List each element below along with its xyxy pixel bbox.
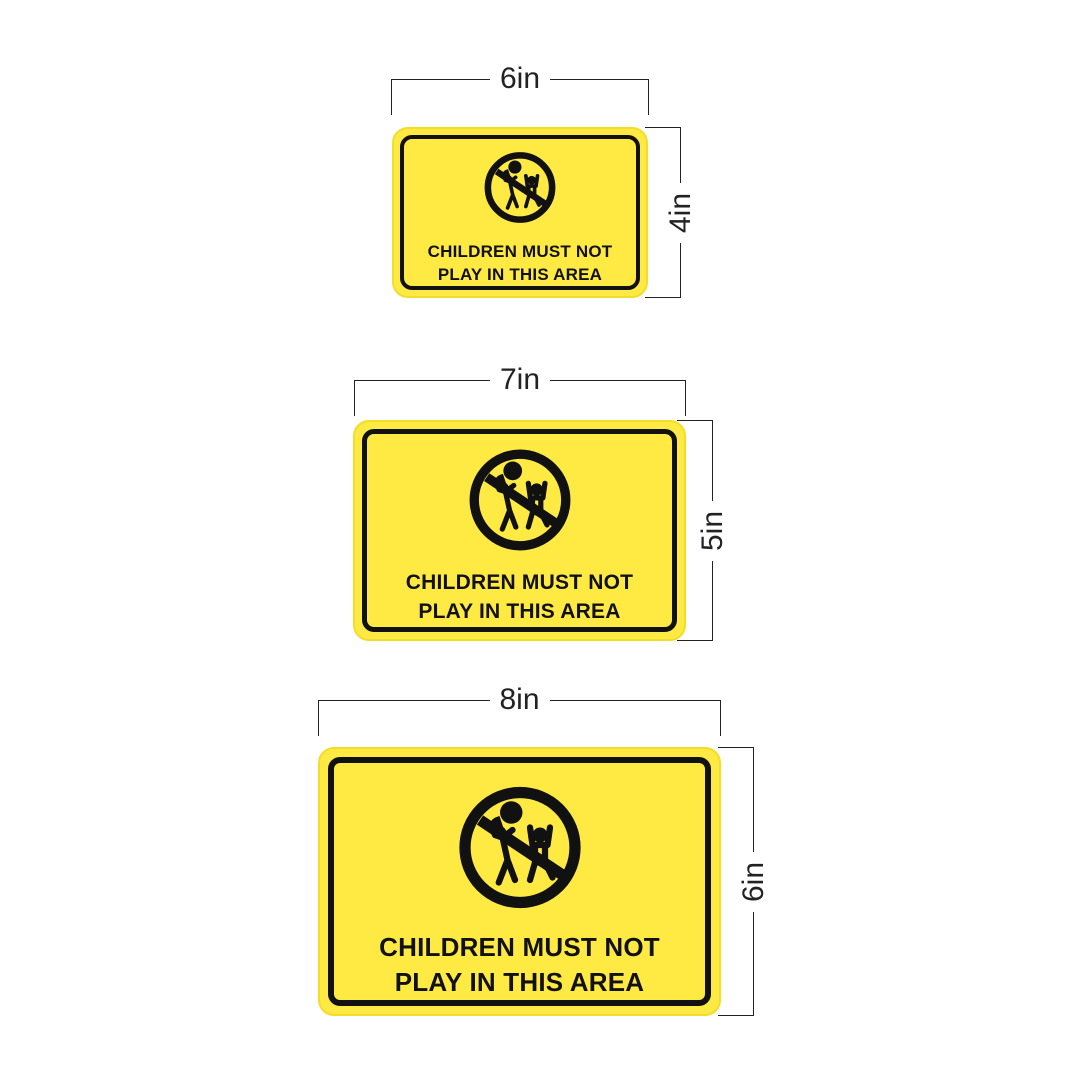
height-dimension-small: 4in — [645, 127, 701, 298]
height-label-small: 4in — [661, 182, 701, 243]
sign-text-small: CHILDREN MUST NOT PLAY IN THIS AREA — [428, 240, 613, 286]
sign-large: CHILDREN MUST NOT PLAY IN THIS AREA — [318, 747, 721, 1016]
width-dimension-large: 8in — [318, 680, 721, 740]
sign-line-1: CHILDREN MUST NOT — [405, 571, 634, 594]
width-label-medium: 7in — [489, 360, 551, 400]
sign-medium: CHILDREN MUST NOT PLAY IN THIS AREA — [353, 420, 686, 641]
width-label-small: 6in — [489, 59, 551, 99]
height-dimension-medium: 5in — [677, 420, 733, 641]
no-children-playing-icon — [469, 449, 570, 551]
sign-line-1: CHILDREN MUST NOT — [427, 242, 613, 261]
height-label-medium: 5in — [693, 500, 733, 561]
height-dimension-large: 6in — [718, 747, 774, 1016]
sign-small: CHILDREN MUST NOT PLAY IN THIS AREA — [392, 127, 648, 298]
sign-line-2: PLAY IN THIS AREA — [437, 265, 603, 284]
no-children-playing-icon — [484, 152, 556, 223]
width-label-large: 8in — [489, 680, 550, 720]
sign-line-2: PLAY IN THIS AREA — [394, 967, 645, 997]
sign-text-large: CHILDREN MUST NOT PLAY IN THIS AREA — [379, 930, 660, 1000]
width-dimension-medium: 7in — [354, 360, 686, 420]
sign-line-1: CHILDREN MUST NOT — [379, 932, 660, 962]
height-label-large: 6in — [734, 851, 774, 912]
sign-line-2: PLAY IN THIS AREA — [418, 600, 621, 623]
width-dimension-small: 6in — [391, 59, 649, 119]
sign-text-medium: CHILDREN MUST NOT PLAY IN THIS AREA — [406, 568, 633, 626]
no-children-playing-icon — [458, 786, 581, 909]
